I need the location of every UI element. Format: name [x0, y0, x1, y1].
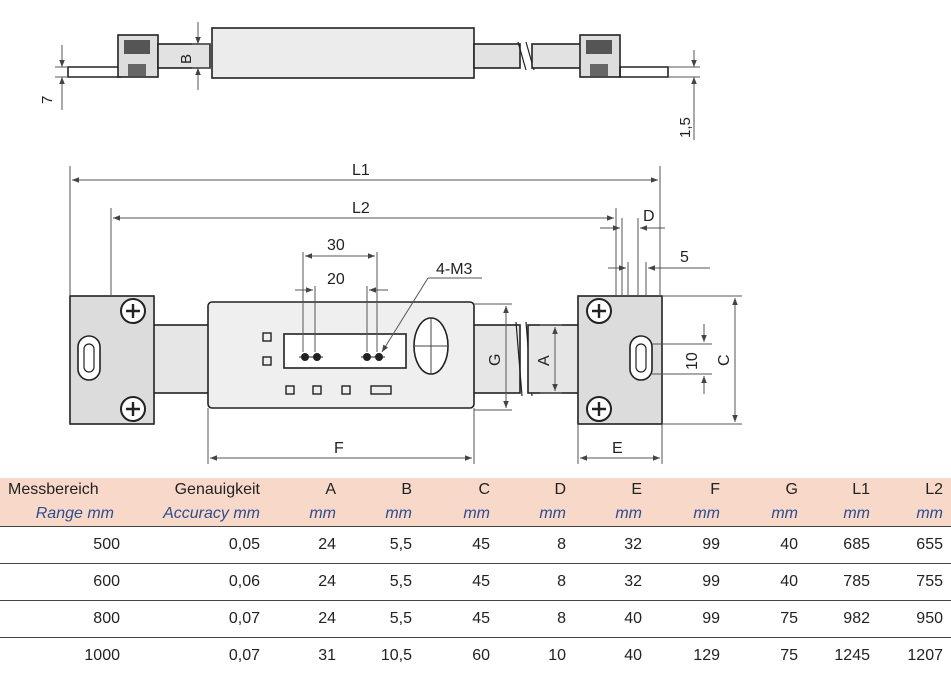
table-cell: 45	[472, 573, 490, 590]
table-cell: 1207	[907, 647, 943, 664]
table-cell: 40	[624, 647, 642, 664]
table-cell: 0,07	[228, 647, 260, 664]
table-cell: 0,07	[228, 610, 260, 627]
table-cell: 60	[472, 647, 490, 664]
table-cell: 5,5	[389, 610, 412, 627]
dim-c-label: C	[716, 354, 733, 366]
table-cell: 75	[780, 647, 798, 664]
table-cell: 99	[702, 610, 720, 627]
dim-l1-label: L1	[352, 162, 370, 179]
table-row: 800 0,07 24 5,5 45 8 40 99 75 982 950	[0, 600, 951, 638]
table-cell: 24	[318, 610, 336, 627]
table-cell: 99	[702, 536, 720, 553]
table-cell: 5,5	[389, 536, 412, 553]
dim-d-label: D	[643, 208, 655, 225]
table-cell: 500	[93, 536, 120, 553]
dim-1-5-label: 1,5	[677, 117, 694, 138]
table-cell: 10	[548, 647, 566, 664]
front-view: L1 L2 D 5 30 20 4-M3 G	[69, 162, 742, 464]
dim-g-label: G	[487, 354, 504, 366]
dim-5-label: 5	[680, 249, 689, 266]
dim-a-label: A	[536, 355, 553, 366]
table-cell: 32	[624, 536, 642, 553]
table-cell: 785	[843, 573, 870, 590]
table-cell: 45	[472, 536, 490, 553]
dim-30-label: 30	[327, 237, 345, 254]
dim-l2-label: L2	[352, 200, 370, 217]
dim-f-label: F	[334, 440, 344, 457]
table-cell: 5,5	[389, 573, 412, 590]
table-cell: 0,06	[228, 573, 260, 590]
dim-4m3-label: 4-M3	[436, 261, 473, 278]
table-cell: 45	[472, 610, 490, 627]
table-cell: 40	[624, 610, 642, 627]
table-cell: 950	[916, 610, 943, 627]
dim-b-label: B	[178, 54, 195, 64]
table-row: 1000 0,07 31 10,5 60 10 40 129 75 1245 1207	[0, 637, 951, 675]
table-cell: 75	[780, 610, 798, 627]
table-cell: 600	[93, 573, 120, 590]
table-cell: 40	[780, 573, 798, 590]
table-cell: 0,05	[228, 536, 260, 553]
table-cell: 982	[843, 610, 870, 627]
table-body: 500 0,05 24 5,5 45 8 32 99 40 685 655 600 0,06 24 5,5 4…	[0, 526, 951, 675]
side-view: 7 B 1,5	[39, 22, 700, 140]
table-cell: 1245	[834, 647, 870, 664]
table-cell: 800	[93, 610, 120, 627]
side-reading-head	[211, 27, 475, 79]
table-row: 600 0,06 24 5,5 45 8 32 99 40 785 755	[0, 563, 951, 601]
table-cell: 755	[916, 573, 943, 590]
table-cell: 31	[318, 647, 336, 664]
table-cell: 1000	[84, 647, 120, 664]
table-cell: 129	[693, 647, 720, 664]
table-row: 500 0,05 24 5,5 45 8 32 99 40 685 655	[0, 526, 951, 564]
table-cell: 8	[557, 573, 566, 590]
dim-20-label: 20	[327, 271, 345, 288]
table-cell: 10,5	[380, 647, 412, 664]
table-cell: 8	[557, 610, 566, 627]
technical-drawing: 7 B 1,5	[39, 22, 742, 464]
table-cell: 655	[916, 536, 943, 553]
dim-7-label: 7	[39, 96, 56, 104]
table-cell: 40	[780, 536, 798, 553]
table-cell: 8	[557, 536, 566, 553]
dim-10-label: 10	[684, 352, 701, 370]
table-cell: 32	[624, 573, 642, 590]
table-cell: 24	[318, 536, 336, 553]
table-cell: 99	[702, 573, 720, 590]
table-cell: 24	[318, 573, 336, 590]
dim-e-label: E	[612, 440, 623, 457]
table-cell: 685	[843, 536, 870, 553]
